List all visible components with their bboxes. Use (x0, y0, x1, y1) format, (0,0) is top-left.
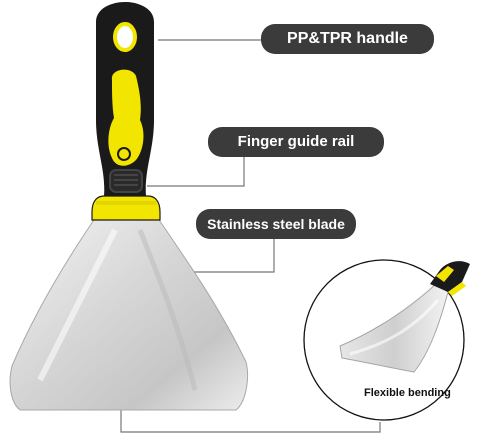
collar (91, 195, 161, 221)
ribbed-grip (109, 169, 143, 193)
label-finger-guide: Finger guide rail (208, 127, 384, 157)
leader-finger (147, 157, 245, 187)
handle (96, 2, 154, 196)
blade (9, 213, 249, 411)
leader-lines (120, 39, 381, 433)
label-flexible-bending: Flexible bending (364, 387, 451, 399)
leader-detail (120, 409, 381, 433)
finger-rail-dot (117, 147, 131, 161)
leader-blade (163, 239, 275, 273)
label-handle: PP&TPR handle (261, 24, 434, 54)
label-blade: Stainless steel blade (196, 209, 356, 239)
hanging-hole (113, 22, 137, 52)
flexible-detail (303, 259, 470, 421)
